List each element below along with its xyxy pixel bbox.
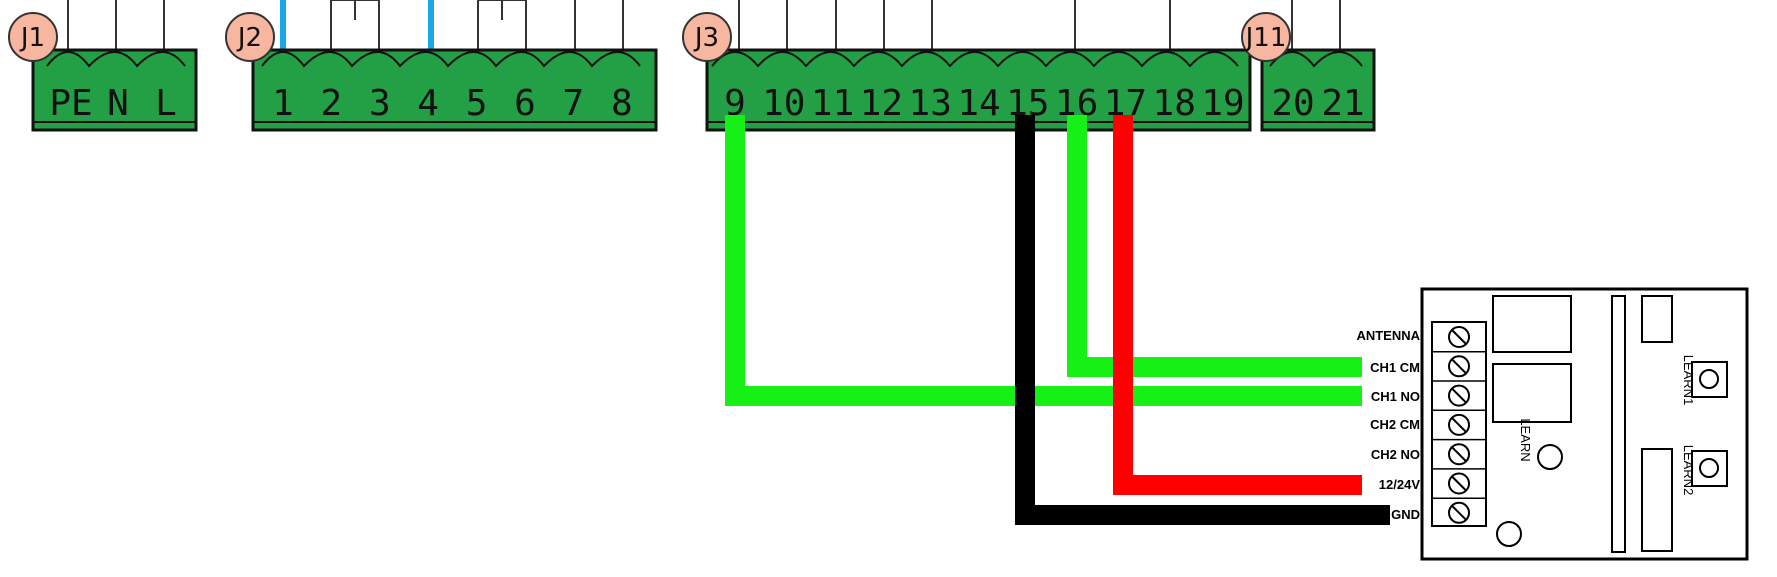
screw-slot: [1451, 387, 1467, 404]
receiver-pin-label-gnd: GND: [1391, 507, 1420, 522]
pin-label: 14: [957, 83, 1000, 124]
terminal-block-j3: [705, 48, 1252, 132]
pin-label: 1: [272, 83, 294, 124]
pin-label: L: [155, 83, 177, 124]
wire-black-15-gnd: [1015, 115, 1390, 525]
blue-leads: [280, 0, 434, 50]
pin-label: PE: [49, 83, 92, 124]
top-leads: [67, 0, 1341, 50]
connector-tag-j11: [1241, 12, 1291, 62]
screw-slot: [1451, 446, 1467, 462]
pin-label: 12: [860, 83, 903, 124]
pin-label: 9: [724, 83, 746, 124]
pin-label: 3: [369, 83, 391, 124]
pin-label: 5: [466, 83, 488, 124]
receiver-module: LEARN LEARN1 LEARN2: [1420, 287, 1749, 561]
receiver-pin-label-antenna: ANTENNA: [1356, 328, 1420, 343]
learn1-button-knob[interactable]: [1699, 369, 1719, 389]
pin-label: 7: [563, 83, 585, 124]
screw-slot: [1451, 358, 1467, 375]
pin-label: 21: [1321, 83, 1364, 124]
learn2-button-knob[interactable]: [1699, 458, 1719, 478]
relay-2: [1492, 363, 1572, 423]
mount-hole: [1496, 521, 1522, 547]
connector-tag-label: J1: [19, 23, 45, 53]
pin-label: 18: [1153, 83, 1196, 124]
screw-slot: [1451, 505, 1467, 521]
pin-label: 19: [1201, 83, 1244, 124]
connector-j11: 20 21 J11: [1241, 12, 1376, 132]
connector-tag-label: J11: [1244, 23, 1287, 53]
terminal-block-j1: [31, 48, 198, 132]
learn-label: LEARN: [1518, 418, 1533, 461]
pin-label: 10: [762, 83, 805, 124]
pin-label: 4: [417, 83, 439, 124]
connector-tag-j3: [682, 12, 732, 62]
component-bottom: [1641, 448, 1673, 552]
relay-1: [1492, 295, 1572, 353]
wires: [725, 115, 1390, 525]
learn-led: [1537, 444, 1563, 470]
wire-green-16-ch1-cm: [1067, 115, 1362, 377]
pin-label: 20: [1271, 83, 1314, 124]
antenna-strip: [1611, 295, 1626, 553]
receiver-pin-label-ch2-no: CH2 NO: [1371, 447, 1420, 462]
connector-tag-label: J2: [236, 23, 262, 53]
receiver-pin-label-ch2-cm: CH2 CM: [1370, 417, 1420, 432]
connector-tag-j2: [225, 12, 275, 62]
screw-slot: [1451, 329, 1467, 345]
connector-tag-j1: [8, 12, 58, 62]
blue-lead-pin-4: [428, 0, 434, 50]
pin-label: 8: [611, 83, 633, 124]
pin-label: N: [107, 83, 129, 124]
pin-label: 6: [514, 83, 536, 124]
receiver-pin-label-ch1-no: CH1 NO: [1371, 389, 1420, 404]
connector-tag-label: J3: [693, 23, 719, 53]
pin-label: 11: [811, 83, 854, 124]
blue-lead-pin-1: [280, 0, 286, 50]
receiver-pin-label-12-24v: 12/24V: [1379, 477, 1421, 492]
pin-label: 2: [321, 83, 343, 124]
component-top: [1641, 295, 1673, 343]
receiver-pin-labels: ANTENNA CH1 CM CH1 NO CH2 CM CH2 NO 12/2…: [1356, 328, 1420, 522]
pin-label: 13: [909, 83, 952, 124]
screw-slot: [1451, 475, 1467, 492]
wire-red-17-12-24v: [1113, 115, 1362, 495]
wire-green-9-ch1-no: [725, 115, 1362, 406]
connector-j1: PE N L J1: [8, 12, 198, 132]
receiver-pin-label-ch1-cm: CH1 CM: [1370, 360, 1420, 375]
screw-slot: [1451, 417, 1467, 433]
